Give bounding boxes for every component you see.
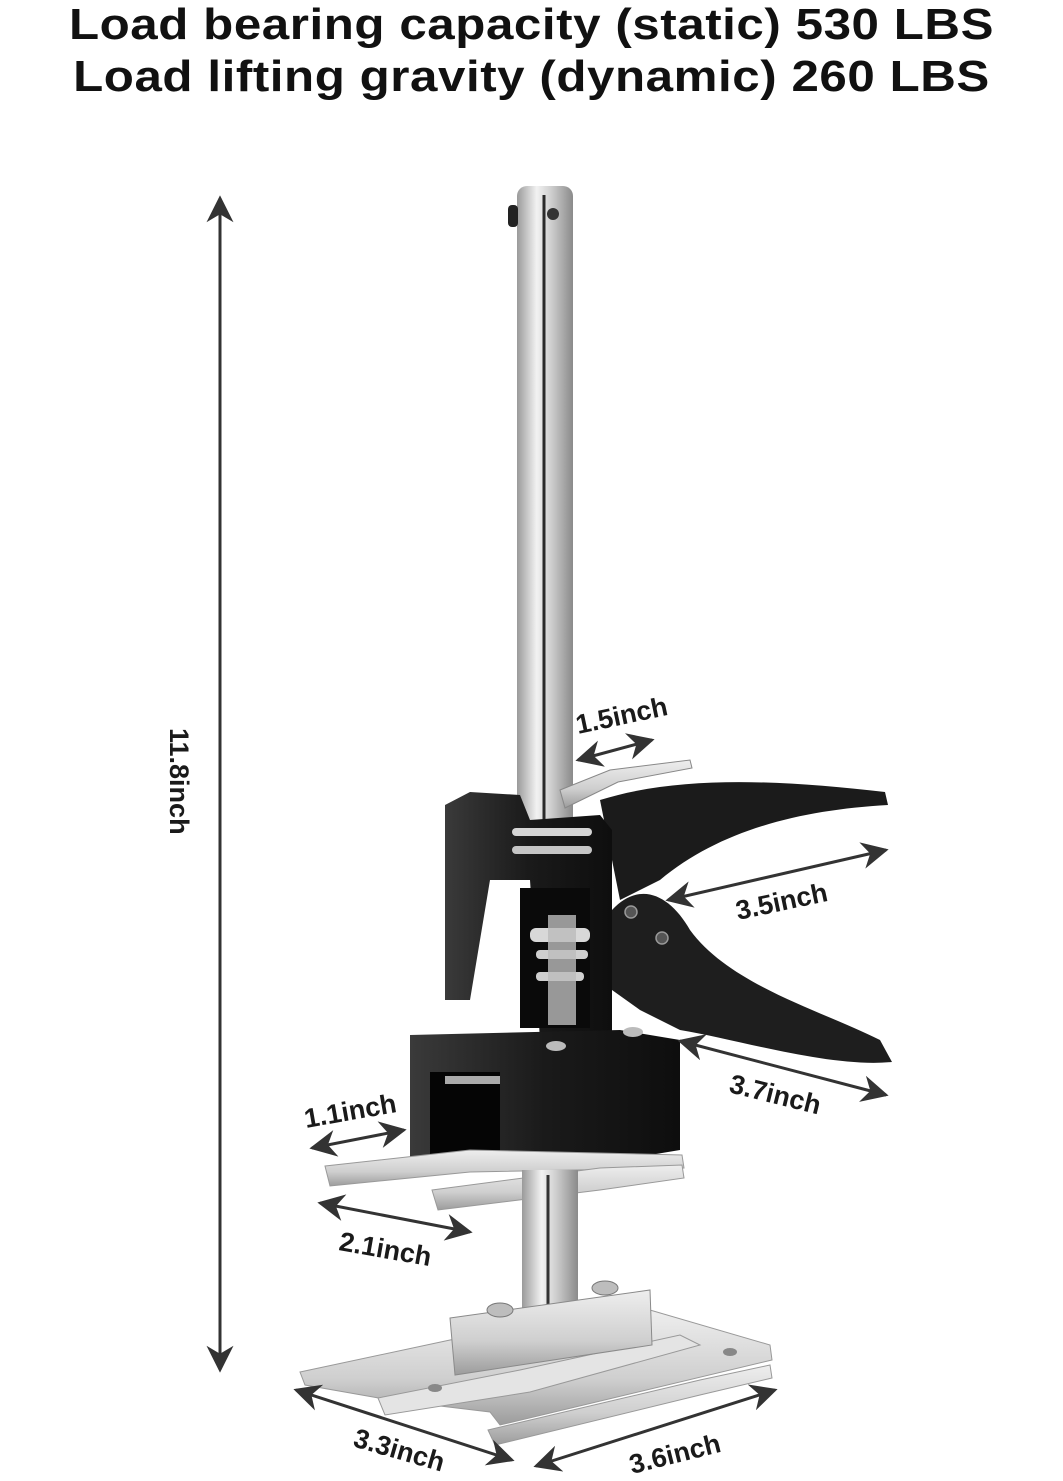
fork-width-arrow-icon [317,1194,473,1241]
fork-gap-label: 1.1inch [302,1088,399,1134]
height-label: 11.8inch [164,728,194,835]
lower-handle-arrow-icon [677,1034,889,1102]
load-lifting-gravity-heading: Load lifting gravity (dynamic) 260 LBS [73,52,990,101]
load-bearing-capacity-heading: Load bearing capacity (static) 530 LBS [68,0,995,49]
gap-arrow-icon [575,733,655,767]
base-depth-arrow-icon [293,1384,515,1466]
rod-hole [547,208,559,220]
dimension-arrows [206,195,889,1472]
gap-label: 1.5inch [573,691,670,740]
lower-handle [612,893,892,1063]
base-width-arrow-icon [533,1384,778,1472]
lower-rod [522,1170,578,1310]
fork-gap-arrow-icon [309,1121,407,1157]
upper-fork-left [324,1149,685,1187]
base-width-label: 3.6inch [626,1428,724,1480]
upper-handle-label: 3.5inch [733,877,830,926]
fork-width-label: 2.1inch [337,1226,434,1272]
upper-handle-arrow-icon [665,842,889,908]
base-depth-label: 3.3inch [350,1423,448,1477]
